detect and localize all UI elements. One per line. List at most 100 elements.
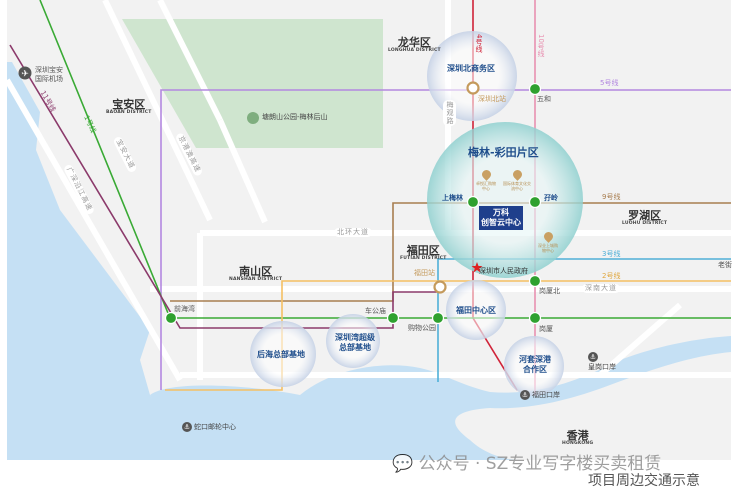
- district-name: 南山区: [239, 265, 273, 278]
- line-label-10: 10号线: [537, 34, 545, 57]
- line-11: [9, 44, 440, 329]
- line-label-2: 2号线: [602, 272, 621, 280]
- district-name: 龙华区: [397, 36, 431, 49]
- station-icon-shangmeilin: [466, 195, 480, 209]
- station-label-chegongmiao: 车公庙: [365, 307, 386, 315]
- zone-circle-hetao: [504, 336, 564, 396]
- poi-label-airport: 深圳宝安国际机场: [35, 66, 63, 84]
- station-label-shenzhenbei: 深圳北站: [478, 95, 506, 103]
- poi-label-gov: 深圳市人民政府: [479, 267, 528, 275]
- port-shekou: ⚓蛇口邮轮中心: [182, 422, 236, 432]
- zone-label-meilin: 梅林-彩田片区: [468, 146, 539, 159]
- station-icon-gangxiabei: [528, 274, 542, 288]
- road-jinggangao: [157, 0, 223, 122]
- road-jinggangao-2: [217, 118, 268, 224]
- road-baoan: [102, 0, 213, 222]
- poi-label: 卓悦汇购物中心: [476, 181, 496, 191]
- port-label: 皇岗口岸: [588, 363, 616, 371]
- project-label[interactable]: 万科 创智云中心: [479, 208, 523, 228]
- anchor-icon: ⚓: [520, 390, 530, 400]
- road-label-meiguan: 梅观路: [443, 100, 456, 126]
- district-en: NANSHAN DISTRICT: [229, 277, 283, 282]
- station-label-wuhe: 五和: [537, 95, 551, 103]
- zone-circle-shenzhenwan: [326, 314, 380, 368]
- district-name: 福田区: [406, 244, 440, 257]
- district-en: BAOAN DISTRICT: [106, 110, 152, 115]
- station-icon-ziling: [528, 195, 542, 209]
- station-label-gouwugongyuan: 购物公园: [408, 324, 436, 332]
- map-caption: 项目周边交通示意: [588, 473, 700, 489]
- district-en: HONGKONG: [562, 441, 594, 446]
- zone-label-houhai: 后海总部基地: [257, 350, 305, 359]
- zone-label-shenzhenwan: 深圳湾超级总部基地: [335, 333, 375, 352]
- district-en: LONGHUA DISTRICT: [388, 48, 441, 53]
- train-station-icon-shenzhenbei: [466, 81, 480, 95]
- road-east: [598, 302, 682, 378]
- district-en: LUOHU DISTRICT: [622, 221, 668, 226]
- zone-circle-futian: [446, 280, 506, 340]
- road-label-beihuan: 北环大道: [334, 228, 372, 237]
- zone-circle-houhai: [250, 321, 316, 387]
- project-subname: 创智云中心: [481, 218, 521, 227]
- station-label-gangxia: 岗厦: [539, 325, 553, 333]
- station-label-shangmeilin: 上梅林: [442, 194, 463, 202]
- pin-icon: [479, 168, 493, 181]
- station-label-ziling: 孖岭: [544, 194, 558, 202]
- poi-tiyu: 国际体育文化交流中心: [503, 168, 531, 192]
- station-icon-gouwugongyuan: [431, 311, 445, 325]
- star-icon: [471, 262, 483, 273]
- line-label-4: 4号线: [475, 34, 483, 53]
- line-label-5: 5号线: [600, 79, 619, 87]
- project-box: [479, 206, 523, 230]
- line-label-9: 9号线: [602, 193, 621, 201]
- road-guangshen: [4, 78, 183, 382]
- line-label-3: 3号线: [602, 250, 621, 258]
- road-label-shennan: 深南大道: [582, 284, 620, 293]
- station-label-laojie: 老街: [718, 261, 732, 269]
- port-label: 福田口岸: [532, 390, 560, 399]
- district-en: FUTIAN DISTRICT: [400, 256, 447, 261]
- station-markers: [164, 82, 542, 325]
- train-station-icon-futian: [433, 280, 447, 294]
- poi-label: 深业上城购物中心: [538, 243, 558, 253]
- pin-icon: [541, 230, 555, 243]
- station-icon-gangxia: [528, 311, 542, 325]
- zone-label-hetao: 河套深港合作区: [519, 355, 551, 374]
- port-huanggang: ⚓皇岗口岸: [588, 352, 616, 371]
- airport-icon: [18, 66, 32, 80]
- project-name: 万科: [493, 208, 509, 217]
- station-icon-chegongmiao: [386, 311, 400, 325]
- district-name: 罗湖区: [628, 209, 662, 222]
- pin-icon: [510, 168, 524, 181]
- station-icon-wuhe: [528, 82, 542, 96]
- zone-label-beishangwu: 深圳北商务区: [447, 64, 495, 73]
- zone-label-futianzx: 福田中心区: [456, 306, 496, 315]
- port-label: 蛇口邮轮中心: [194, 422, 236, 431]
- west-sea: [7, 62, 180, 460]
- park-icon: [247, 112, 259, 124]
- anchor-icon: ⚓: [182, 422, 192, 432]
- station-label-qianhaiwan: 前海湾: [174, 305, 195, 313]
- poi-shenye: 深业上城购物中心: [537, 230, 559, 254]
- station-label-gangxiabei: 岗厦北: [539, 287, 560, 295]
- watermark-account: SZ专业写字楼买卖租赁: [485, 454, 662, 474]
- plane-icon: ✈: [21, 70, 29, 80]
- shenzhen-bay: [150, 336, 731, 460]
- district-name: 宝安区: [112, 98, 146, 111]
- station-label-futian: 福田站: [414, 269, 435, 277]
- station-icon-qianhaiwan: [164, 311, 178, 325]
- wechat-icon: 💬: [392, 454, 414, 474]
- line-3: [437, 258, 731, 382]
- poi-label-park: 塘朗山公园-梅林后山: [262, 113, 328, 121]
- zone-circle-beishangwu: [427, 31, 517, 121]
- poi-zhuoyue: 卓悦汇购物中心: [475, 168, 497, 192]
- port-futian: ⚓福田口岸: [520, 390, 560, 400]
- anchor-icon: ⚓: [588, 352, 598, 362]
